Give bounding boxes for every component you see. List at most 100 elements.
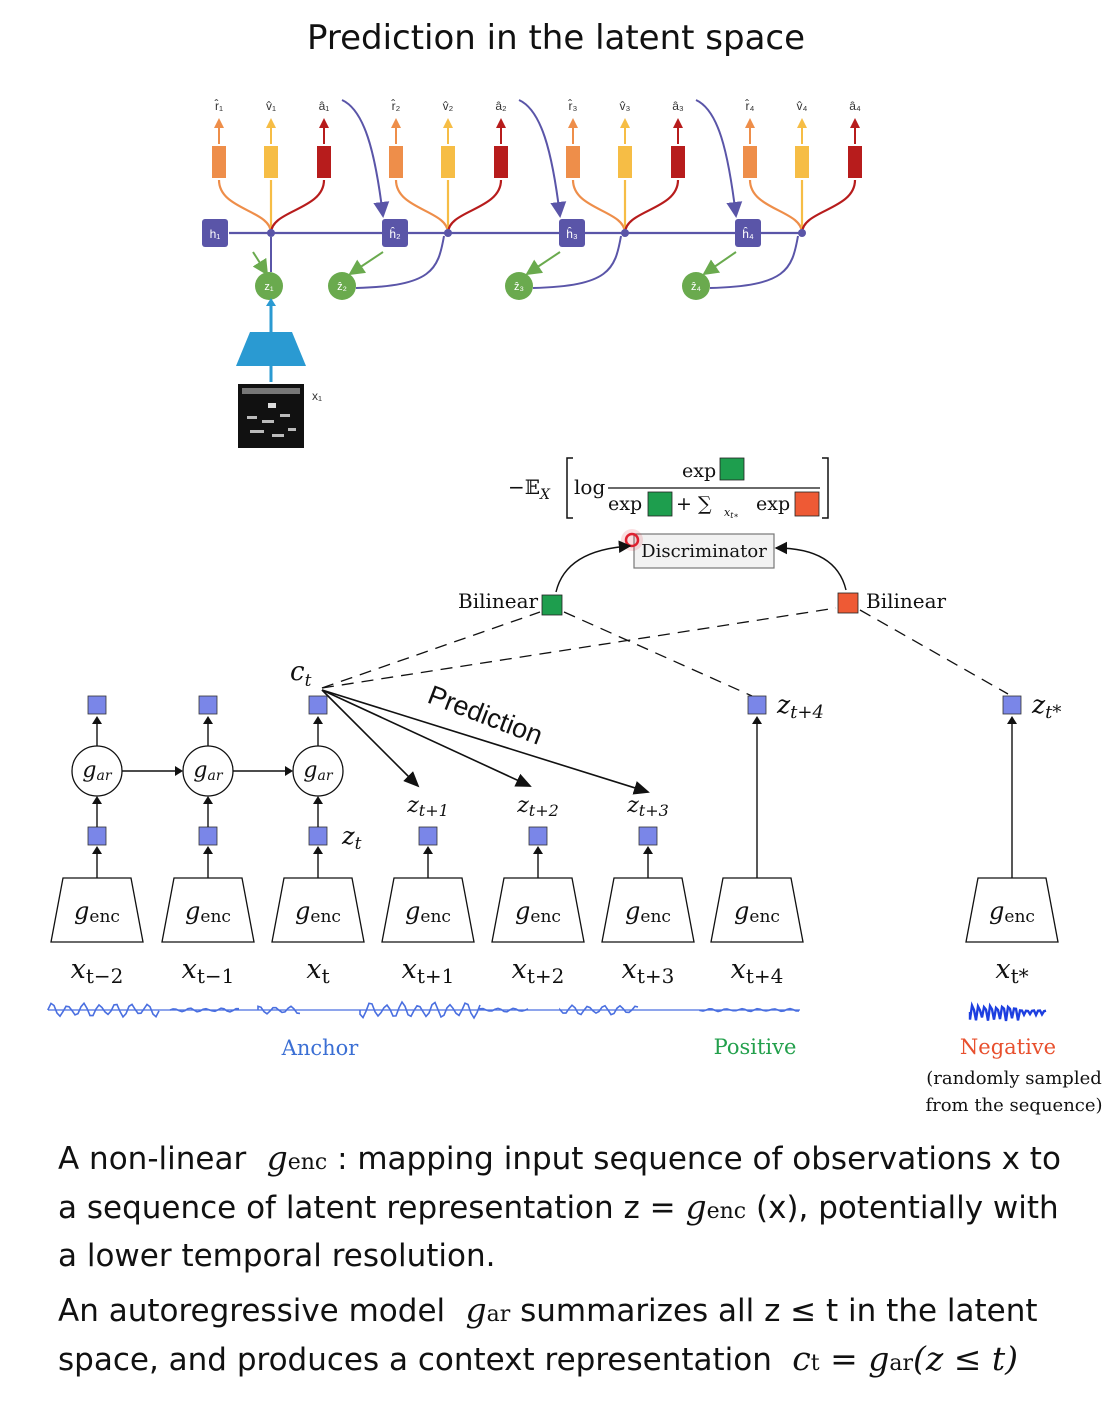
a-prediction-label: â₂ (495, 99, 507, 113)
encoder-block (965, 877, 1059, 943)
autoregressive-label: gar (193, 758, 223, 784)
r-prediction-label: r̂₄ (745, 98, 755, 113)
loss-formula: −𝔼X log exp exp + ∑ xt∗ exp (508, 457, 829, 520)
v-prediction-label: v̂₃ (620, 99, 631, 113)
v-prediction-label: v̂₂ (443, 99, 454, 113)
encoder-block (271, 877, 365, 943)
svg-text:−𝔼X: −𝔼X (508, 475, 551, 503)
hidden-state-label: h₁ (210, 227, 221, 241)
paragraph-encoder: A non-linear genc : mapping input sequen… (58, 1138, 1061, 1274)
latent-node (255, 272, 283, 300)
a-prediction-label: â₃ (672, 99, 684, 113)
cpc-diagram: −𝔼X log exp exp + ∑ xt∗ exp Discriminato… (47, 457, 1103, 1116)
bilinear-left-label: Bilinear (458, 589, 539, 613)
v-prediction-label: v̂₁ (266, 99, 276, 113)
audio-waveform (47, 1000, 800, 1020)
latent-z-node (198, 826, 218, 846)
encoder-label: genc (989, 897, 1035, 927)
hidden-state-node (202, 219, 228, 247)
input-x-label: xt (306, 954, 329, 988)
hidden-state-label: ĥ₄ (742, 226, 754, 241)
positive-z-node (747, 695, 767, 715)
negative-note-line-2: from the sequence) (925, 1095, 1102, 1116)
positive-square (719, 457, 745, 481)
negative-z-label: zt* (1031, 690, 1061, 723)
hidden-state-node (382, 219, 408, 247)
r-prediction-label: r̂₁ (214, 98, 223, 113)
autoregressive-label: gar (82, 758, 112, 784)
latent-node (505, 272, 533, 300)
encoder-block (601, 877, 695, 943)
input-x-label: xt+1 (402, 954, 455, 988)
hidden-state-node (559, 219, 585, 247)
encoder-block (381, 877, 475, 943)
v-head-box (264, 146, 278, 178)
hidden-state-label: ĥ₂ (389, 226, 401, 241)
r-head-box (566, 146, 580, 178)
autoregressive-label: gar (303, 758, 333, 784)
encoder-label: genc (405, 897, 451, 927)
prediction-label: Prediction (424, 680, 547, 751)
v-head-box (441, 146, 455, 178)
encoder-label: genc (74, 897, 120, 927)
paragraph-autoregressive: An autoregressive model gar summarizes a… (58, 1290, 1038, 1378)
encoder-label: genc (625, 897, 671, 927)
svg-text:xt∗: xt∗ (724, 506, 739, 520)
hidden-state-node (735, 219, 761, 247)
hidden-state-label: ĥ₃ (566, 226, 578, 241)
bilinear-right-label: Bilinear (866, 589, 947, 613)
svg-text:exp: exp (682, 460, 716, 482)
predicted-z-label: zt+2 (516, 793, 559, 820)
context-node (308, 695, 328, 715)
negative-square (794, 491, 820, 517)
svg-text:log: log (574, 475, 605, 499)
v-head-box (795, 146, 809, 178)
input-x-label: xt+4 (731, 954, 784, 988)
v-head-box (618, 146, 632, 178)
r-head-box (743, 146, 757, 178)
latent-label: ẑ₄ (691, 281, 702, 293)
v-prediction-label: v̂₄ (797, 99, 808, 113)
positive-z-label: zt+4 (776, 690, 824, 723)
junction-dot (444, 229, 452, 237)
a-prediction-label: â₄ (849, 99, 861, 113)
encoder-block (710, 877, 804, 943)
svg-text:exp: exp (756, 493, 790, 515)
r-prediction-label: r̂₂ (391, 98, 401, 113)
predicted-z-label: zt+3 (626, 793, 669, 820)
latent-z-node (418, 826, 438, 846)
input-x-label: xt−1 (182, 954, 235, 988)
latent-label: z₁ (264, 281, 274, 293)
bilinear-right-node (837, 592, 859, 614)
a-head-box (671, 146, 685, 178)
anchor-label: Anchor (281, 1036, 360, 1060)
negative-waveform (968, 1001, 1047, 1022)
input-x-label: xt* (995, 954, 1028, 988)
negative-label: Negative (960, 1035, 1056, 1059)
encoder-label: genc (295, 897, 341, 927)
negative-z-node (1002, 695, 1022, 715)
atari-frame-image (238, 384, 304, 448)
junction-dot (267, 229, 275, 237)
negative-note-line-1: (randomly sampled (926, 1068, 1102, 1089)
input-x-label: xt+2 (512, 954, 565, 988)
latent-z-node (638, 826, 658, 846)
r-head-box (389, 146, 403, 178)
encoder-block (161, 877, 255, 943)
a-prediction-label: â₁ (319, 99, 330, 113)
encoder-label: genc (515, 897, 561, 927)
a-head-box (494, 146, 508, 178)
context-node (87, 695, 107, 715)
discriminator-label: Discriminator (641, 541, 767, 562)
latent-label: ẑ₃ (514, 281, 524, 293)
latent-node (682, 272, 710, 300)
latent-z-node (87, 826, 107, 846)
discriminator-box (633, 533, 775, 569)
svg-text:+ ∑: + ∑ (676, 493, 712, 515)
context-node (198, 695, 218, 715)
context-label: ct (290, 657, 312, 691)
encoder-label: genc (734, 897, 780, 927)
svg-text:exp: exp (608, 493, 642, 515)
